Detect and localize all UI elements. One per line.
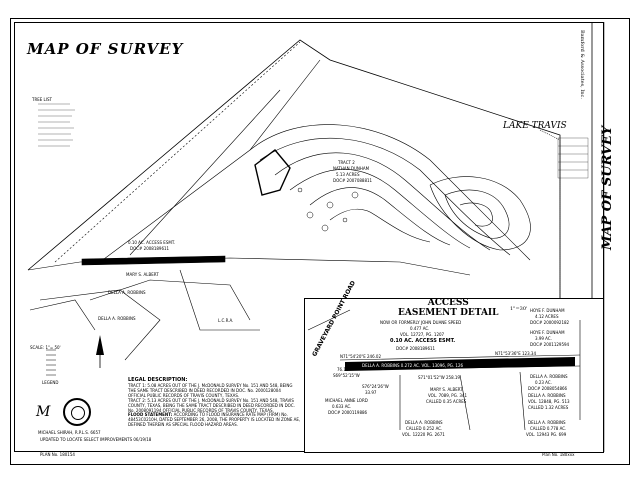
legal-text-2: TRACT 2: 5.13 ACRES OUT OF THE J. McDONA… [128,398,295,413]
flood-heading: FLOOD STATEMENT: [128,412,173,417]
della-bottom-ac: CALLED 0.252 AC. [406,426,443,431]
michael-doc: DOC# 2000119886 [328,410,368,415]
legal-heading: LEGAL DESCRIPTION: [128,377,188,383]
della-strip-label: DELLA A. ROBBINS 0.272 AC. VOL. 13096, P… [362,363,464,368]
hoyt-top-doc: DOC# 2000092182 [530,320,570,325]
tree-list-label: TREE LIST [32,97,52,102]
access-esmt-doc: DOC# 2008189611 [130,246,170,251]
detail-access-strip [345,357,575,371]
della-label: DELLA A. ROBBINS [108,290,146,295]
dim-2: S69°52'15"W [333,373,360,378]
bearing-mid: S71°01'52"W 258.19 [418,375,460,380]
tract-acres: 5.13 ACRES [336,172,360,177]
mary-label: MARY S. ALBERT [126,272,159,277]
detail-easement-label: 0.10 AC. ACCESS ESMT. [390,338,456,344]
dim-3: S76°24'26"W [362,384,389,389]
detail-owner-top-vol: VOL. 12727, PG. 1207 [400,332,445,337]
della-right2-ac: CALLED 1.32 ACRES [528,405,569,410]
della-right3-ac: CALLED 0.778 AC. [530,426,567,431]
bearing-left: N71°54'20"E 246.02 [340,354,381,359]
hoyt-mid-ac: 3.99 AC. [535,336,552,341]
tract-owner: NATHAN DUNHAM [333,166,370,171]
easement-detail-box [304,298,604,453]
survey-sheet [10,18,630,465]
hoyt-mid-doc: DOC# 2001129594 [530,342,570,347]
update-note: UPDATED TO LOCATE SELECT IMPROVEMENTS 06… [40,437,152,442]
della2-label: DELLA A. ROBBINS [98,316,136,321]
house-footprint [254,149,291,196]
tract-label: TRACT 2 [338,160,355,165]
della-right3: DELLA A. ROBBINS [528,420,566,425]
michael-ac: 0.633 AC. [332,404,352,409]
hoyt-top-ac: 4.12 ACRES [535,314,559,319]
mary-detail-vol: VOL. 7089, PG. 341 [428,393,467,398]
detail-owner-top: NOW OR FORMERLY JOHN DUANE SPEED [380,320,462,325]
della-right3-vol: VOL. 12943 PG. 699 [526,432,567,437]
della-bottom: DELLA A. ROBBINS [405,420,443,425]
detail-title-line1: ACCESS [427,298,469,308]
access-easement-strip [81,255,226,266]
surveyor-signature: M [36,404,51,420]
legal-text: TRACT 1: 5.08 ACRES OUT OF THE J. McDONA… [128,383,293,398]
hoyt-mid: HOYE F. DUNHAM [530,330,565,335]
access-esmt-label: 0.10 AC. ACCESS ESMT. [128,240,176,245]
lake-label: LAKE TRAVIS [503,121,567,131]
detail-title-line2: EASEMENT DETAIL [398,308,499,318]
detail-scale: 1"=30' [510,306,528,312]
mary-detail: MARY S. ALBERT [430,387,463,392]
tract-doc: DOC# 2007088811 [333,178,373,183]
dim-1: 76.14 [337,367,349,372]
boundary-line [27,39,561,320]
della-right2: DELLA A. ROBBINS [528,393,566,398]
della-right: DELLA A. ROBBINS [530,374,568,379]
sheet-number: Plan No. 180xxx [542,452,575,457]
tract-boundary [27,257,471,276]
lcra-label: L.C.R.A. [218,318,234,323]
north-arrow-icon [96,335,104,368]
flood-statement: FLOOD STATEMENT: ACCORDING TO FLOOD INSU… [128,412,303,427]
detail-easement-doc: DOC# 2008189611 [396,346,436,351]
michael-label: MICHAEL ANNE LORD [325,398,368,403]
della-right-ac: 0.23 AC. [535,380,552,385]
della-right2-vol: VOL. 12848, PG. 513 [528,399,570,404]
della-bottom-vol: VOL. 12220 PG. 2671 [402,432,445,437]
surveyor-name: MICHAEL SHIRAH, R.P.L.S. 6657 [38,430,101,435]
legal-description: LEGAL DESCRIPTION: TRACT 1: 5.08 ACRES O… [128,377,298,414]
detail-owner-top-ac: 0.477 AC. [410,326,430,331]
flood-text: ACCORDING TO FLOOD INSURANCE RATE MAP (F… [128,412,301,427]
dim-4: 33.97 [365,390,377,395]
della-right-doc: DOC# 2008054866 [528,386,568,391]
mary-detail-ac: CALLED 0.35 ACRES [426,399,467,404]
bearing-right: N71°53'36"E 123.34 [495,351,536,356]
hoyt-top: HOYE F. DUNHAM [530,308,565,313]
legend-label: LEGEND [42,380,59,385]
surveyor-seal-icon [63,398,91,426]
page-title: MAP OF SURVEY [27,40,184,58]
detail-title: ACCESS EASEMENT DETAIL [398,298,498,318]
scale-label: SCALE: 1"= 50' [30,345,61,350]
plan-number: PLAN No. 180154 [40,452,75,457]
